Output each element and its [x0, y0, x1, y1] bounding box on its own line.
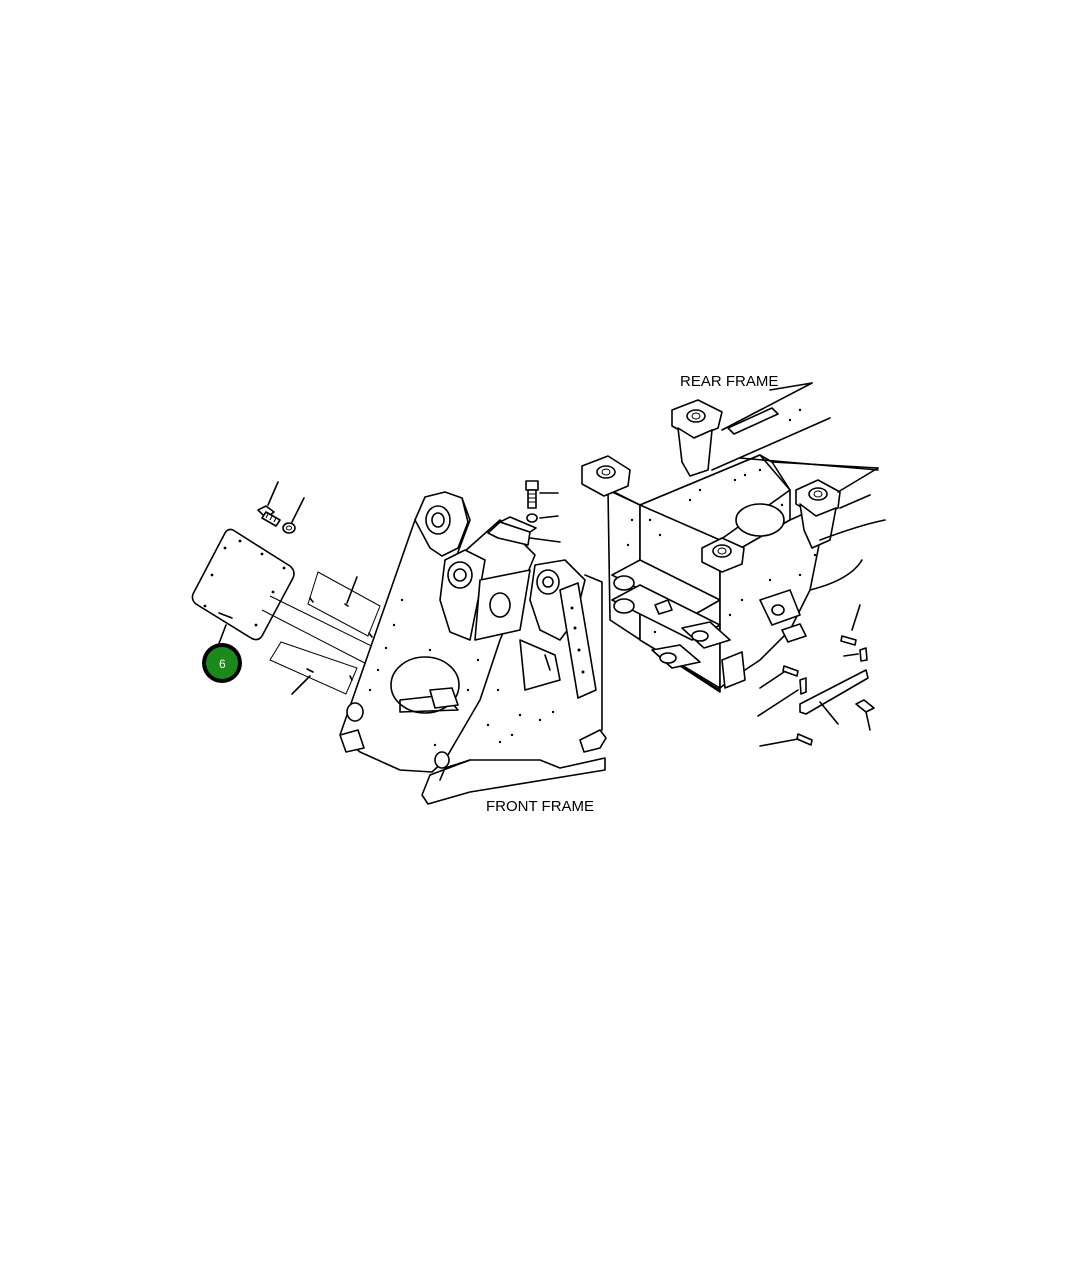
rear-frame-leader: [769, 382, 813, 391]
cover-washer[interactable]: [282, 497, 305, 534]
rear-pin-3[interactable]: [759, 665, 799, 689]
rear-frame-label: REAR FRAME: [680, 373, 778, 390]
front-frame[interactable]: [339, 491, 607, 805]
front-frame-label: FRONT FRAME: [486, 798, 594, 815]
callout-badge: [206, 647, 238, 679]
rear-bar[interactable]: [799, 669, 869, 725]
rear-pin-5[interactable]: [759, 733, 813, 747]
front-bolt[interactable]: [525, 480, 559, 509]
front-frame-rivets: [368, 598, 555, 747]
callout-number: 6: [219, 657, 226, 671]
front-bracket[interactable]: [487, 516, 561, 546]
cover-plate[interactable]: [191, 528, 295, 641]
rear-frame[interactable]: [581, 382, 886, 693]
rear-frame-rivets: [626, 408, 817, 634]
cover-bolt[interactable]: [257, 481, 281, 527]
callout-leader: [217, 624, 227, 647]
front-washer[interactable]: [526, 513, 559, 523]
callout-6[interactable]: 6: [202, 643, 242, 683]
rear-pin-4[interactable]: [757, 677, 807, 717]
rear-pin-2[interactable]: [843, 647, 868, 662]
rear-clip[interactable]: [855, 699, 875, 731]
rear-pin-1[interactable]: [840, 604, 861, 646]
